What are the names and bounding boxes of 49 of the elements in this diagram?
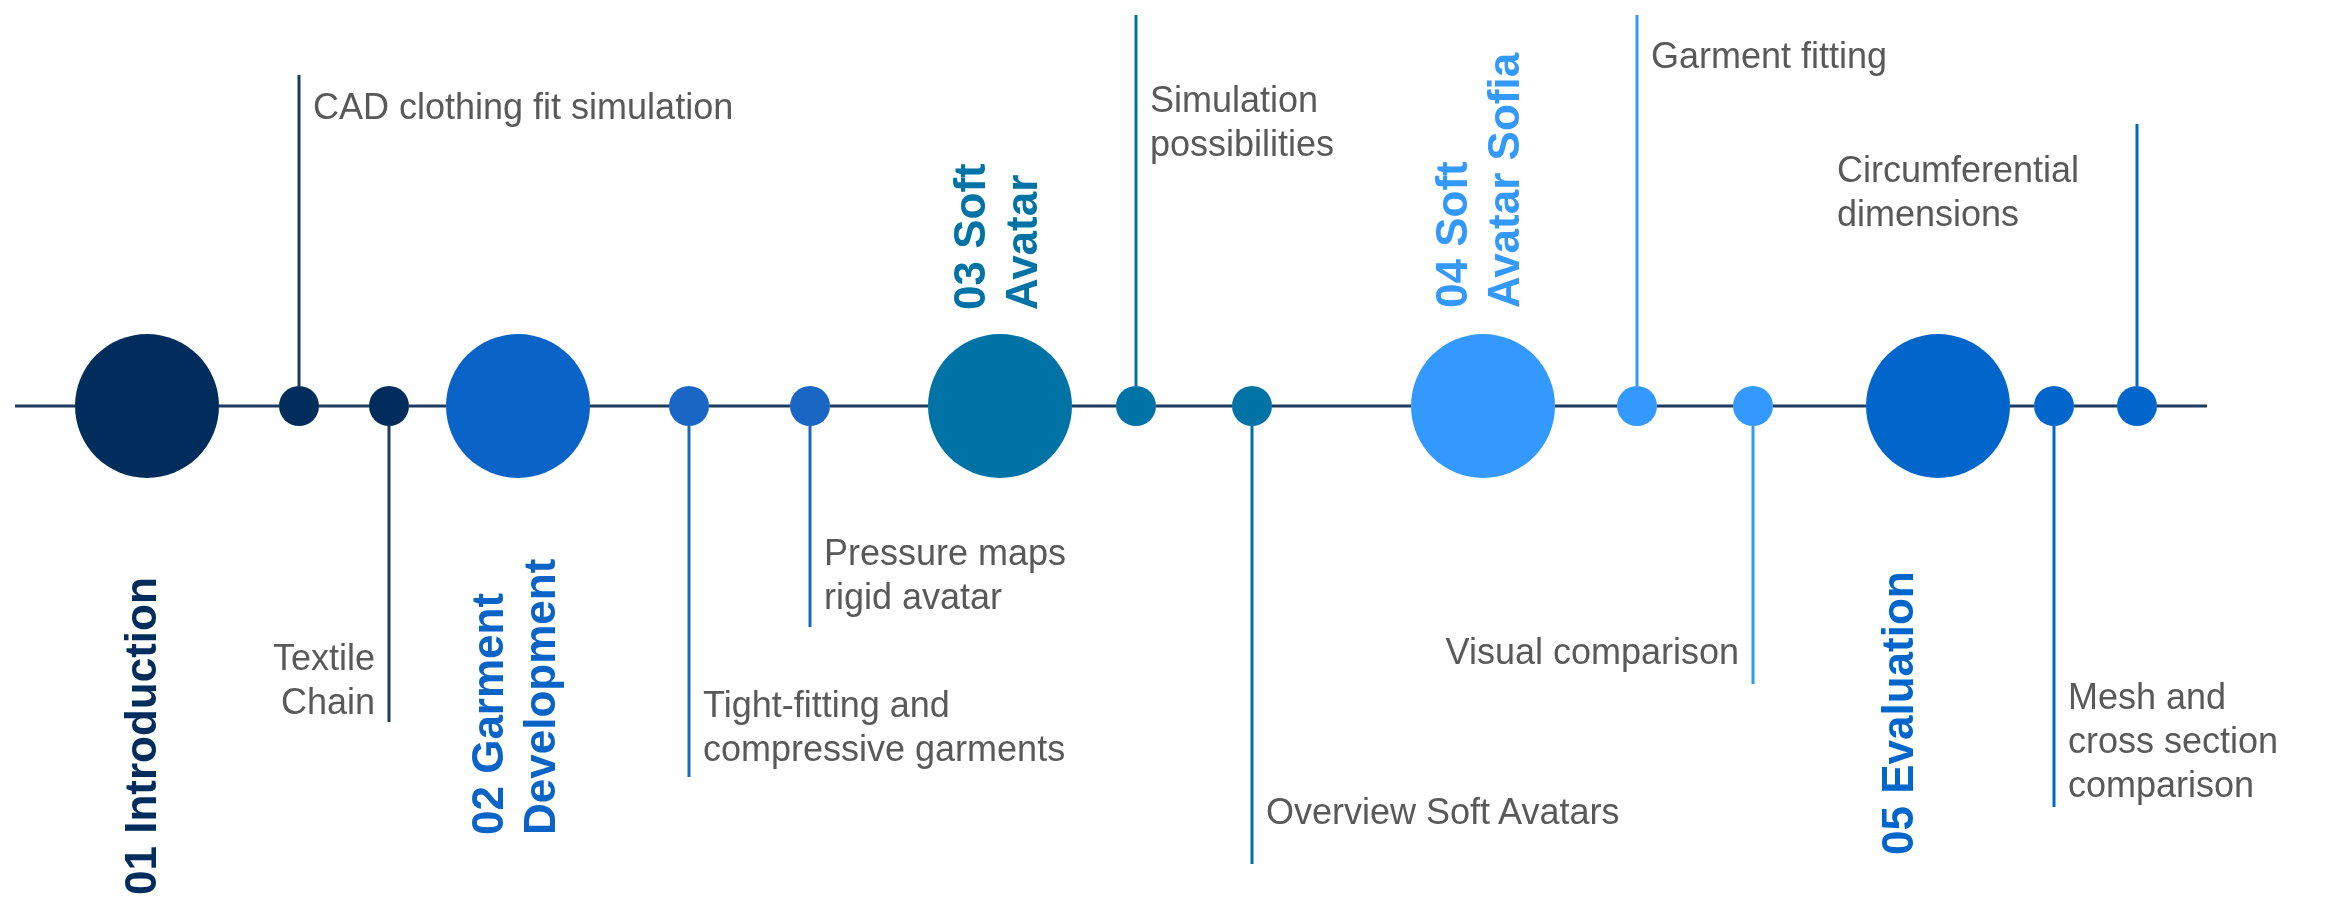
callout-text: Garment fitting bbox=[1637, 34, 1957, 78]
milestone-label: 03 Soft Avatar bbox=[944, 162, 1047, 310]
timeline-line bbox=[409, 404, 446, 408]
callout-text: Textile Chain bbox=[229, 636, 389, 724]
callout-text: Visual comparison bbox=[1413, 630, 1753, 674]
timeline-dot bbox=[1116, 386, 1156, 426]
timeline-line bbox=[1773, 404, 1866, 408]
leader-line bbox=[1134, 15, 1138, 386]
milestone-label: 04 Soft Avatar Sofia bbox=[1426, 51, 1529, 308]
callout-text: Simulation possibilities bbox=[1136, 78, 1396, 166]
timeline-line bbox=[219, 404, 279, 408]
timeline-dot bbox=[1617, 386, 1657, 426]
callout-text: Mesh and cross section comparison bbox=[2054, 675, 2304, 807]
timeline-line bbox=[1272, 404, 1411, 408]
leader-line bbox=[808, 426, 812, 627]
timeline-line bbox=[1072, 404, 1116, 408]
leader-line bbox=[297, 75, 301, 386]
timeline-line bbox=[830, 404, 928, 408]
timeline-line bbox=[319, 404, 369, 408]
leader-line bbox=[387, 426, 391, 722]
callout-text: CAD clothing fit simulation bbox=[299, 85, 879, 129]
timeline-dot bbox=[279, 386, 319, 426]
timeline-line bbox=[709, 404, 790, 408]
timeline-line bbox=[590, 404, 669, 408]
timeline-dot bbox=[1733, 386, 1773, 426]
leader-line bbox=[687, 426, 691, 777]
timeline-line bbox=[1156, 404, 1232, 408]
leader-line bbox=[2052, 426, 2056, 807]
callout-text: Overview Soft Avatars bbox=[1252, 790, 1692, 834]
timeline-dot bbox=[369, 386, 409, 426]
timeline-dot bbox=[790, 386, 830, 426]
timeline-line bbox=[2074, 404, 2117, 408]
leader-line bbox=[1250, 426, 1254, 864]
timeline-line bbox=[1657, 404, 1733, 408]
timeline-dot bbox=[2034, 386, 2074, 426]
callout-text: Tight-fitting and compressive garments bbox=[689, 683, 1149, 771]
timeline-line bbox=[2010, 404, 2034, 408]
milestone-label: 05 Evaluation bbox=[1872, 570, 1923, 855]
timeline-line bbox=[1555, 404, 1617, 408]
callout-text: Pressure maps rigid avatar bbox=[810, 531, 1140, 619]
milestone-label: 01 Introduction bbox=[115, 576, 166, 895]
timeline-dot bbox=[1232, 386, 1272, 426]
callout-text: Circumferential dimensions bbox=[1837, 148, 2137, 236]
leader-line bbox=[1751, 426, 1755, 684]
leader-line bbox=[1635, 15, 1639, 386]
timeline-dot bbox=[669, 386, 709, 426]
milestone-label: 02 Garment Development bbox=[462, 557, 565, 835]
timeline-dot bbox=[2117, 386, 2157, 426]
leader-line bbox=[2135, 124, 2139, 386]
